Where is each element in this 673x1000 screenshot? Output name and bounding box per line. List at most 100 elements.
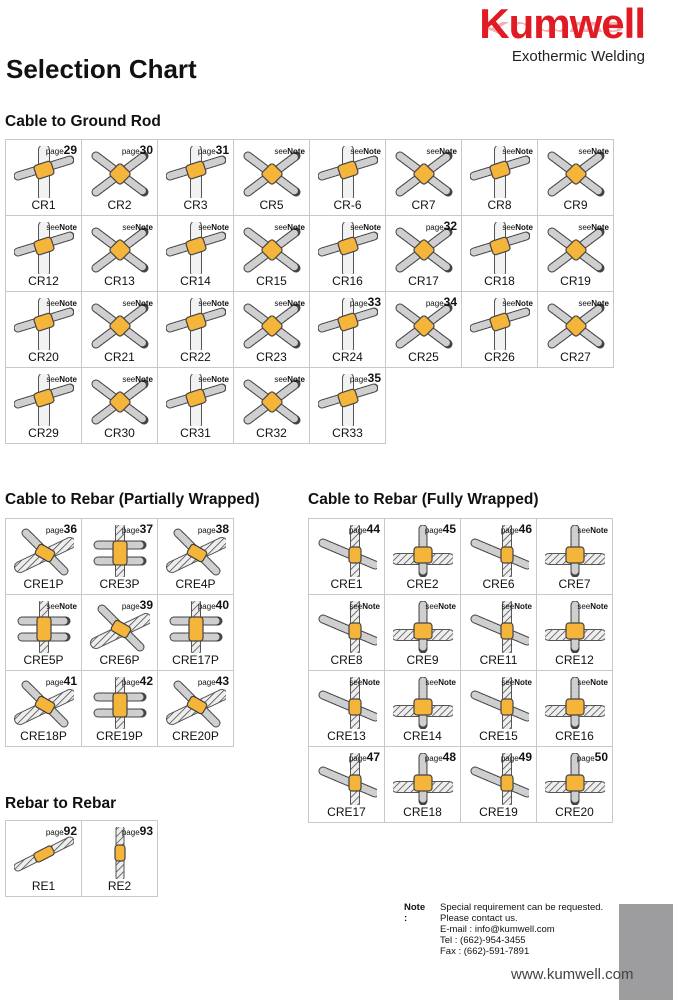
connection-illustration-icon: [395, 303, 453, 349]
reference-prefix: see: [502, 147, 516, 156]
note-reference: seeNote: [122, 369, 153, 387]
product-code: CR13: [104, 274, 135, 288]
product-code: CRE1P: [23, 577, 64, 591]
website-link[interactable]: www.kumwell.com: [511, 966, 634, 983]
reference-value: 44: [366, 522, 380, 536]
reference-value: 93: [139, 824, 153, 838]
connection-illustration-icon: [545, 677, 605, 729]
reference-prefix: see: [578, 223, 592, 232]
connection-illustration-icon: [93, 525, 147, 577]
connection-illustration-icon: [243, 379, 301, 425]
note-line-email[interactable]: E-mail : info@kumwell.com: [440, 924, 555, 935]
product-code: CR3: [183, 198, 208, 212]
connection-illustration-icon: [166, 146, 226, 198]
product-code: CR22: [180, 350, 211, 364]
reference-prefix: page: [197, 526, 216, 535]
note-reference: seeNote: [578, 141, 609, 159]
reference-value: 49: [518, 750, 532, 764]
reference-value: 43: [215, 674, 229, 688]
connection-illustration-icon: [166, 374, 226, 426]
connection-illustration-icon: [547, 151, 605, 197]
page-reference: page40: [198, 596, 229, 614]
note-reference: seeNote: [198, 293, 229, 311]
connection-illustration-icon: [243, 227, 301, 273]
reference-prefix: see: [578, 147, 592, 156]
section-title-rebar-to-rebar: Rebar to Rebar: [5, 795, 117, 812]
reference-prefix: page: [45, 828, 64, 837]
reference-prefix: page: [500, 754, 519, 763]
product-code: CRE12: [555, 653, 594, 667]
note-reference: seeNote: [274, 141, 305, 159]
reference-value: 50: [594, 750, 608, 764]
page-reference: page29: [46, 141, 77, 159]
connection-illustration-icon: [14, 222, 74, 274]
connection-illustration-icon: [91, 379, 149, 425]
reference-prefix: see: [349, 678, 363, 687]
connection-illustration-icon: [470, 146, 530, 198]
page-reference: page50: [577, 748, 608, 766]
connection-illustration-icon: [395, 151, 453, 197]
product-code: CR19: [560, 274, 591, 288]
reference-prefix: page: [45, 678, 64, 687]
page-reference: page36: [46, 520, 77, 538]
reference-value: Note: [59, 223, 77, 232]
reference-value: Note: [515, 147, 533, 156]
